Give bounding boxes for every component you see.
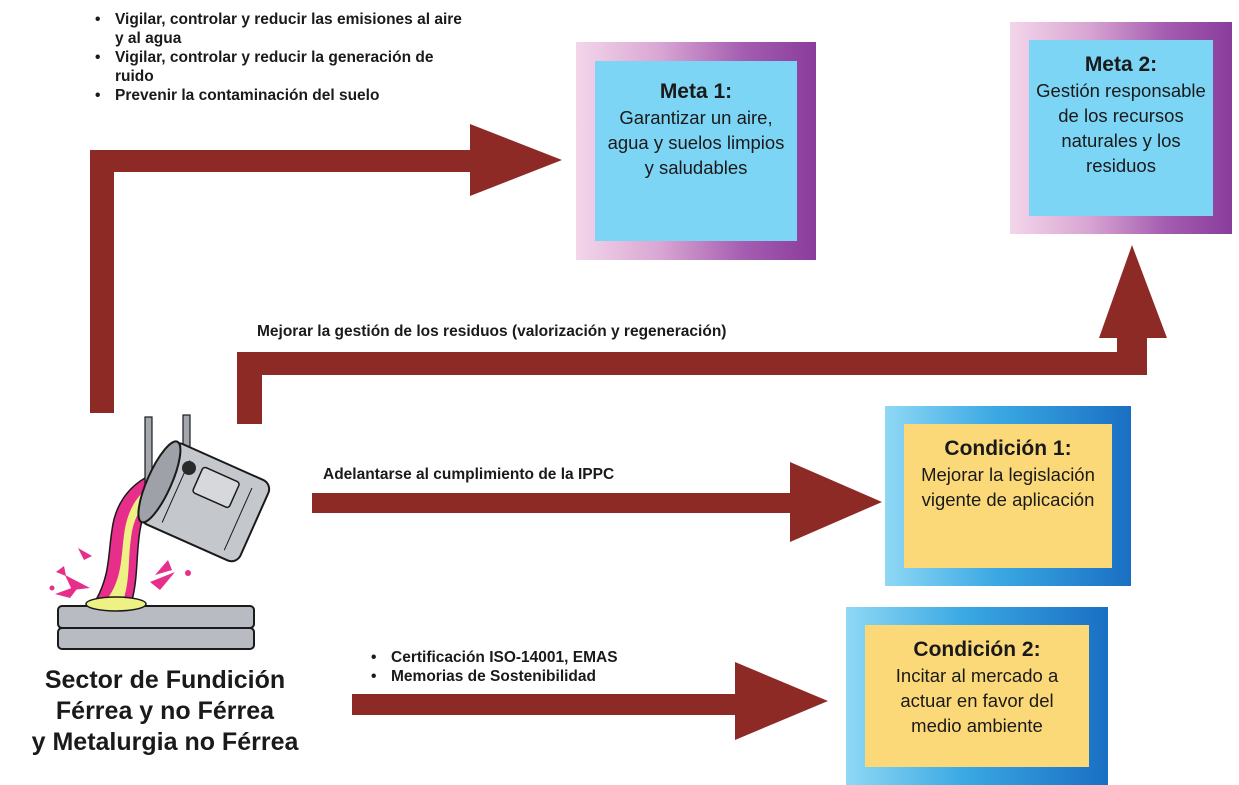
list-item: Memorias de Sostenibilidad bbox=[369, 667, 729, 686]
condition-text: Mejorar la legislación vigente de aplica… bbox=[921, 464, 1095, 510]
sector-line: Sector de Fundición bbox=[44, 666, 286, 694]
foundry-ladle-icon bbox=[49, 414, 271, 650]
condition-box-1: Condición 1: Mejorar la legislación vige… bbox=[885, 406, 1131, 586]
arrow-to-condition-2 bbox=[352, 662, 828, 740]
list-item: Vigilar, controlar y reducir la generaci… bbox=[93, 48, 473, 86]
goal-title: Meta 1: bbox=[659, 80, 733, 103]
sector-line: Férrea y no Férrea bbox=[55, 697, 275, 725]
list-item: Certificación ISO-14001, EMAS bbox=[369, 648, 729, 667]
condition-title: Condición 2: bbox=[913, 638, 1041, 661]
goal-text: Gestión responsable de los recursos natu… bbox=[1036, 80, 1206, 176]
goal-text: Garantizar un aire, agua y suelos limpio… bbox=[607, 107, 785, 178]
sector-caption: Sector de Fundición Férrea y no Férrea y… bbox=[0, 665, 330, 758]
goal-title: Meta 2: bbox=[1084, 53, 1158, 76]
condition-box-2: Condición 2: Incitar al mercado a actuar… bbox=[846, 607, 1108, 785]
arrow-to-condition-1 bbox=[312, 462, 882, 542]
arrow-to-meta-1 bbox=[90, 124, 562, 413]
goal-box-2: Meta 2: Gestión responsable de los recur… bbox=[1010, 22, 1232, 234]
condition-title: Condición 1: bbox=[944, 437, 1072, 460]
list-item: Vigilar, controlar y reducir las emision… bbox=[93, 10, 473, 48]
ippc-label: Adelantarse al cumplimiento de la IPPC bbox=[323, 466, 615, 483]
residuos-label: Mejorar la gestión de los residuos (valo… bbox=[257, 323, 727, 340]
goal-box-1: Meta 1: Garantizar un aire, agua y suelo… bbox=[576, 42, 816, 260]
condition-text: Incitar al mercado a actuar en favor del… bbox=[895, 665, 1059, 736]
top-bullet-list: Vigilar, controlar y reducir las emision… bbox=[93, 10, 473, 105]
bottom-bullet-list: Certificación ISO-14001, EMAS Memorias d… bbox=[369, 648, 729, 686]
sector-line: y Metalurgia no Férrea bbox=[31, 728, 299, 756]
list-item: Prevenir la contaminación del suelo bbox=[93, 86, 473, 105]
